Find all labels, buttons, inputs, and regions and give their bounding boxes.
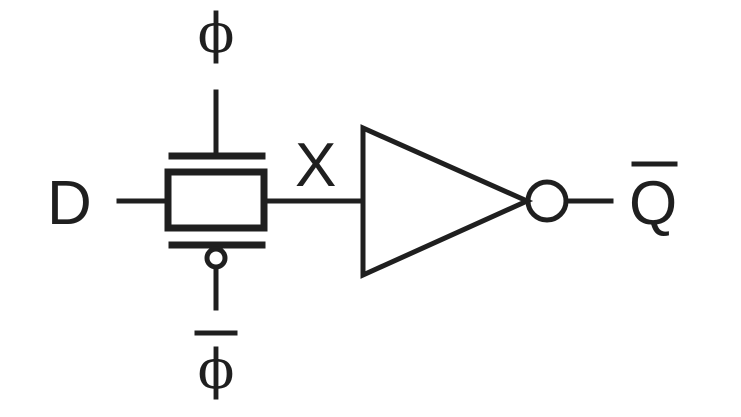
input-d-label: D [47, 169, 92, 238]
pmos-gate-bubble [204, 246, 228, 270]
clock-phi-label: ϕ [198, 2, 235, 65]
inverter-output-bubble [525, 179, 569, 223]
node-x-label: X [295, 131, 336, 200]
clock-phi-bar-label: ϕ [198, 338, 235, 401]
inverter-triangle [360, 124, 534, 279]
output-q-label: Q [629, 169, 677, 238]
transmission-gate-channel [164, 168, 268, 232]
